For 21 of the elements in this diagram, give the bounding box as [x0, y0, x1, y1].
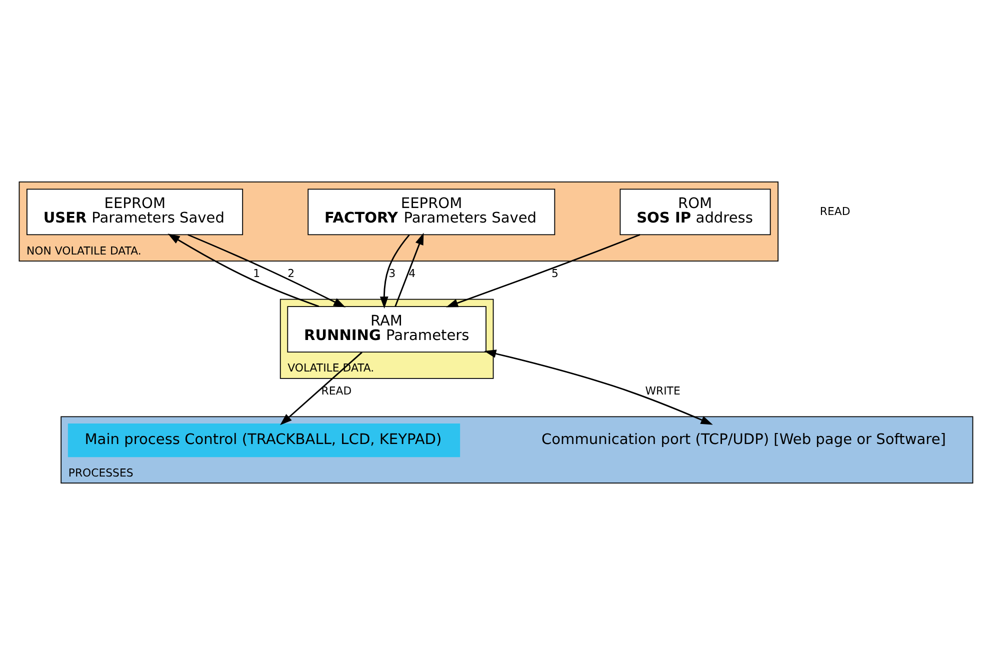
- arrow: [380, 234, 410, 308]
- node-box: EEPROM USER Parameters Saved: [26, 188, 244, 235]
- node-box: RAM RUNNING Parameters: [287, 306, 486, 352]
- node-box: Main process Control (TRACKBALL, LCD, KEYPAD): [68, 422, 460, 457]
- arrow: [394, 232, 424, 306]
- edge-label: READ: [321, 384, 352, 397]
- arrow: [484, 349, 713, 424]
- node-text: Communication port (TCP/UDP) [Web page or Software]: [541, 430, 946, 448]
- edge-label: 1: [253, 266, 260, 280]
- edge-label: 3: [388, 266, 396, 280]
- edge-label: 2: [288, 266, 295, 280]
- arrow: [168, 233, 320, 307]
- arrow: [446, 234, 640, 307]
- edge-label: 4: [408, 266, 416, 280]
- node-box: EEPROM FACTORY Parameters Saved: [308, 188, 556, 235]
- node-box: ROM SOS IP address: [620, 188, 771, 235]
- edge-label: 5: [552, 266, 558, 280]
- edge-label: WRITE: [645, 384, 680, 397]
- arrow: [188, 234, 346, 307]
- arrow: [280, 351, 362, 425]
- label: READ: [820, 204, 850, 218]
